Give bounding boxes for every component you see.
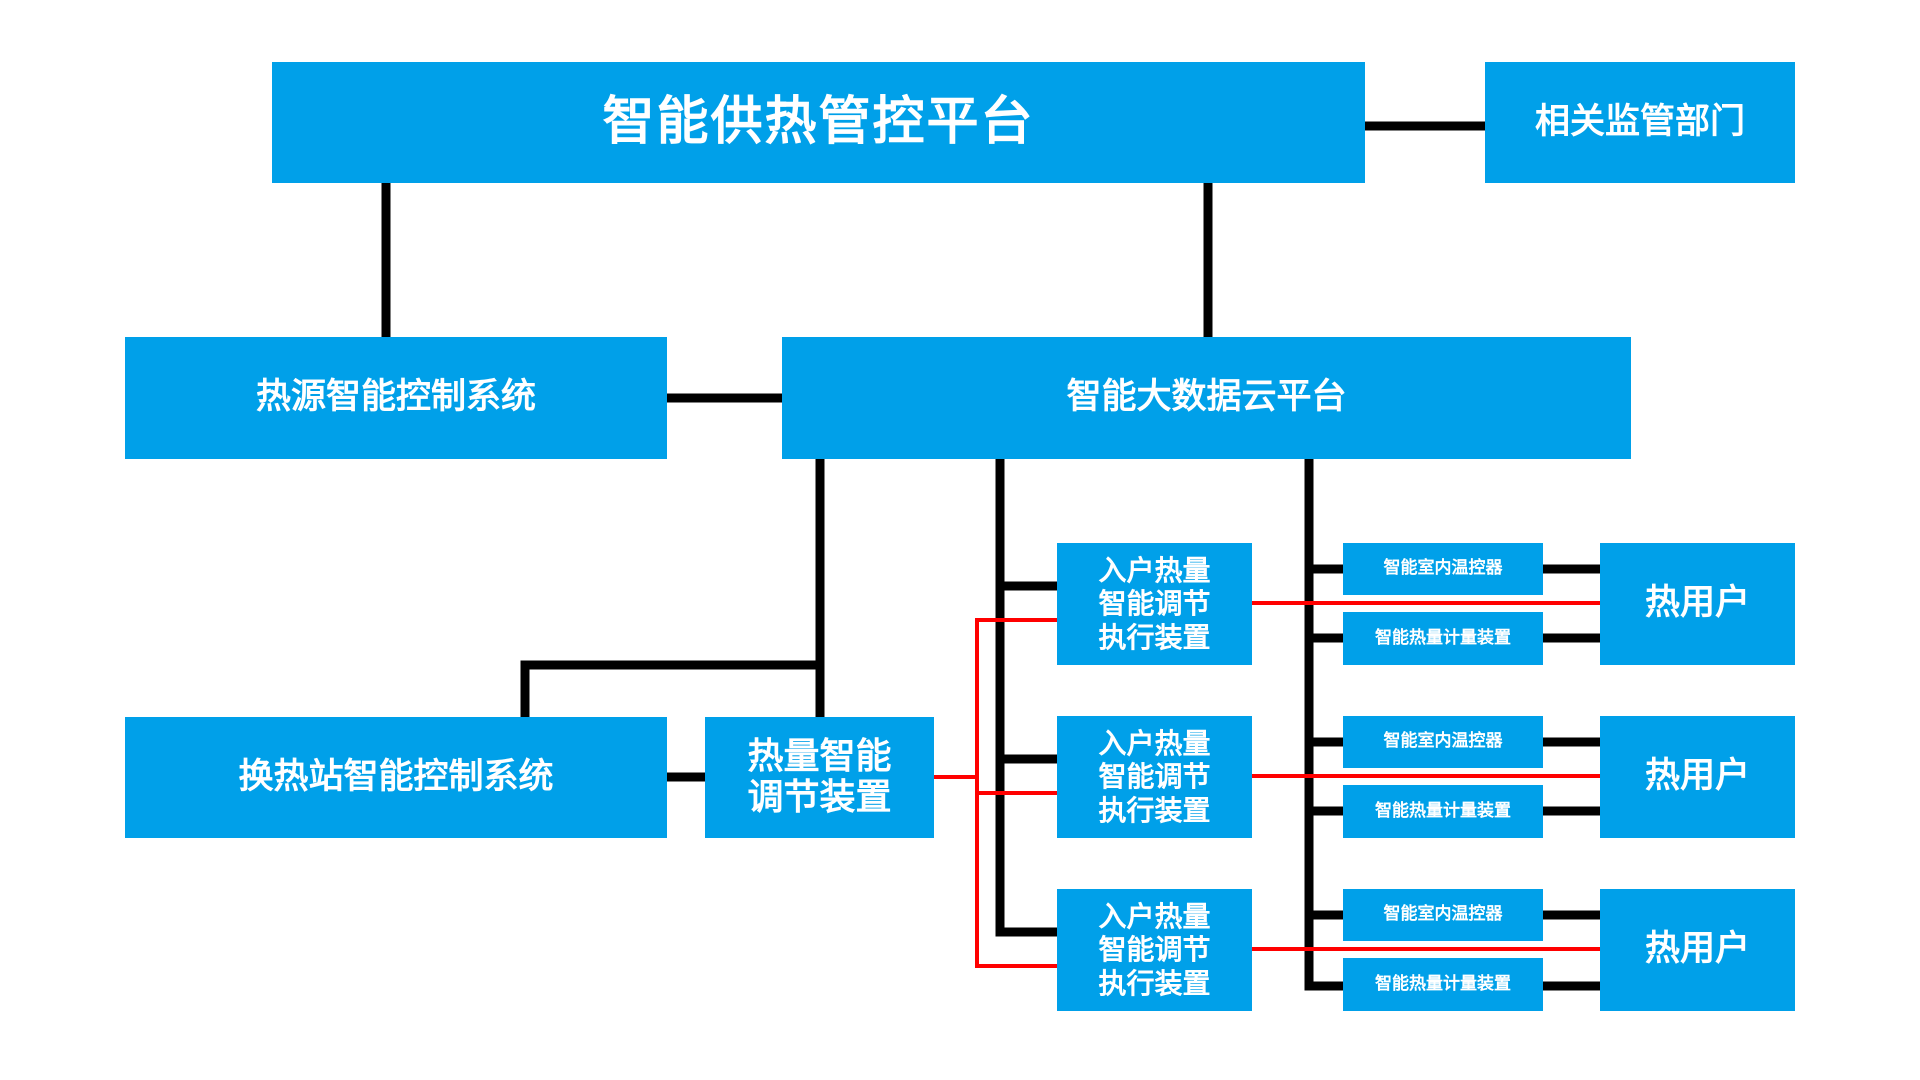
thermostat-box-3: 智能室内温控器 (1343, 889, 1543, 941)
smart-heating-platform-box: 智能供热管控平台 (272, 62, 1365, 183)
actuator-label-2: 入户热量 智能调节 执行装置 (1098, 727, 1211, 827)
thermostat-box-1: 智能室内温控器 (1343, 543, 1543, 595)
heat-regulator-box: 热量智能 调节装置 (705, 717, 934, 838)
heat-meter-box-2: 智能热量计量装置 (1343, 785, 1543, 838)
heat-source-control-label: 热源智能控制系统 (255, 377, 536, 418)
smart-heating-platform-label: 智能供热管控平台 (602, 92, 1035, 153)
heat-user-label-2: 热用户 (1644, 756, 1750, 797)
heat-meter-box-3: 智能热量计量装置 (1343, 958, 1543, 1011)
actuator-box-2: 入户热量 智能调节 执行装置 (1057, 716, 1252, 838)
actuator-box-1: 入户热量 智能调节 执行装置 (1057, 543, 1252, 665)
heat-meter-label-2: 智能热量计量装置 (1375, 800, 1511, 821)
heat-meter-label-3: 智能热量计量装置 (1375, 973, 1511, 994)
thermostat-box-2: 智能室内温控器 (1343, 716, 1543, 768)
heat-meter-label-1: 智能热量计量装置 (1375, 627, 1511, 648)
thermostat-label-1: 智能室内温控器 (1383, 558, 1503, 579)
heat-meter-box-1: 智能热量计量装置 (1343, 612, 1543, 665)
thermostat-label-3: 智能室内温控器 (1383, 904, 1503, 925)
exchange-station-control-box: 换热站智能控制系统 (125, 717, 667, 838)
regulator-label: 相关监管部门 (1534, 101, 1745, 142)
exchange-station-control-label: 换热站智能控制系统 (238, 756, 554, 797)
heat-user-box-1: 热用户 (1600, 543, 1795, 665)
heat-user-box-3: 热用户 (1600, 889, 1795, 1011)
actuator-box-3: 入户热量 智能调节 执行装置 (1057, 889, 1252, 1011)
heat-user-label-3: 热用户 (1644, 929, 1750, 970)
actuator-label-1: 入户热量 智能调节 执行装置 (1098, 554, 1211, 654)
actuator-label-3: 入户热量 智能调节 执行装置 (1098, 900, 1211, 1000)
regulator-box: 相关监管部门 (1485, 62, 1795, 183)
big-data-cloud-label: 智能大数据云平台 (1066, 377, 1347, 418)
heat-user-box-2: 热用户 (1600, 716, 1795, 838)
heat-user-label-1: 热用户 (1644, 583, 1750, 624)
big-data-cloud-box: 智能大数据云平台 (782, 337, 1631, 459)
thermostat-label-2: 智能室内温控器 (1383, 731, 1503, 752)
heat-regulator-label: 热量智能 调节装置 (747, 736, 892, 818)
heat-source-control-box: 热源智能控制系统 (125, 337, 667, 459)
